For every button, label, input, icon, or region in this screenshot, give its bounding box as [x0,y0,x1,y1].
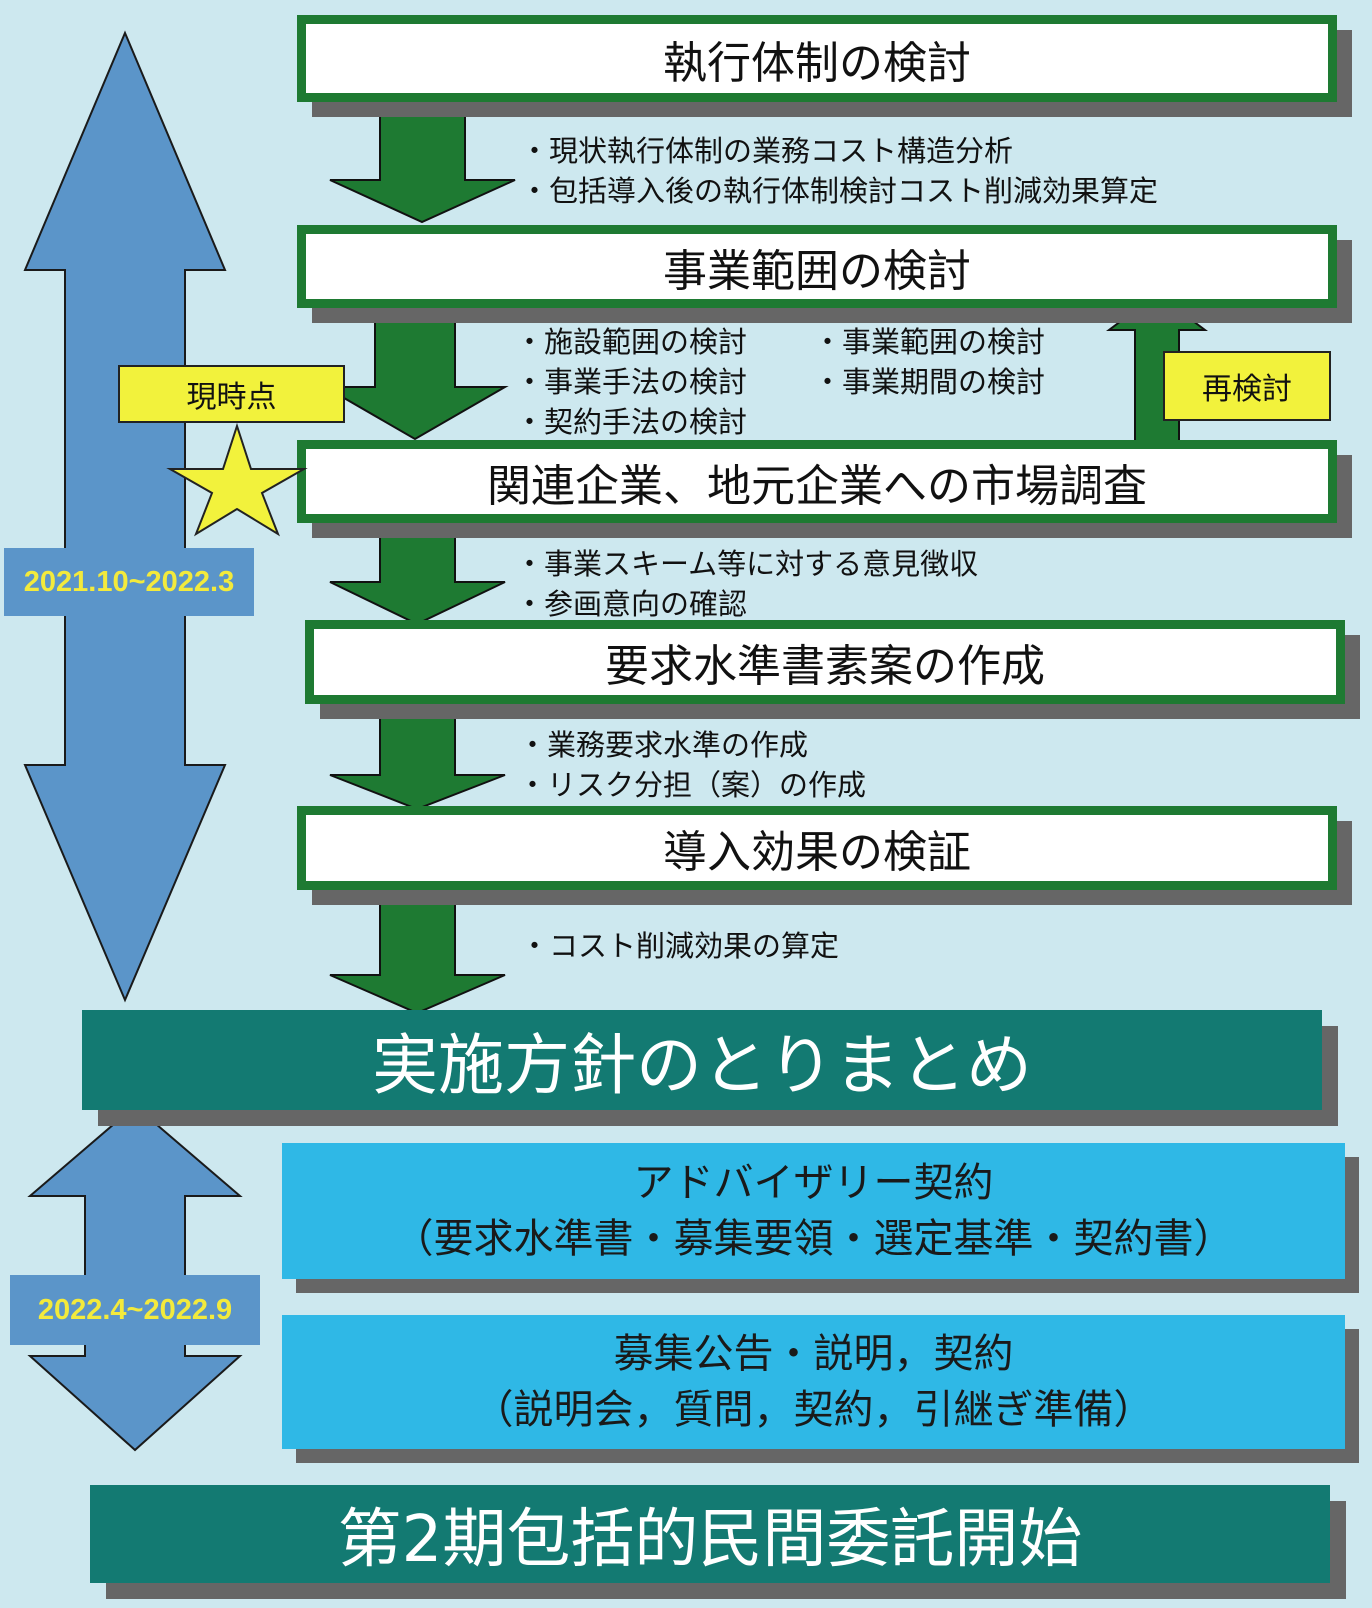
note-line: ・参画意向の確認 [515,587,748,621]
note-block-2-left: ・施設範囲の検討 ・事業手法の検討 ・契約手法の検討 [515,322,747,442]
step-market-survey: 関連企業、地元企業への市場調査 [297,440,1337,523]
flow-arrow-5 [329,898,506,1015]
period-label-1: 2021.10~2022.3 [4,548,254,616]
step-business-scope: 事業範囲の検討 [297,225,1337,308]
review-label: 再検討 [1163,351,1331,421]
flow-arrow-4 [329,706,506,811]
note-line: ・包括導入後の執行体制検討コスト削減効果算定 [520,174,1159,208]
note-line: ・業務要求水準の作成 [518,728,809,762]
note-line: ・事業範囲の検討 [813,325,1046,359]
step-label: 導入効果の検証 [663,827,971,878]
note-block-4: ・業務要求水準の作成 ・リスク分担（案）の作成 [518,725,866,805]
note-block-1: ・現状執行体制の業務コスト構造分析 ・包括導入後の執行体制検討コスト削減効果算定 [520,131,1158,211]
step-execution-system: 執行体制の検討 [297,15,1337,102]
flow-arrow-2 [321,316,509,441]
policy-compilation-bar: 実施方針のとりまとめ [82,1010,1322,1110]
note-line: ・現状執行体制の業務コスト構造分析 [520,134,1014,168]
box-line: アドバイザリー契約 [633,1160,994,1206]
note-line: ・事業スキーム等に対する意見徴収 [515,547,979,581]
period1-double-arrow [23,30,227,1003]
note-block-2-right: ・事業範囲の検討 ・事業期間の検討 [813,322,1045,402]
star-icon [166,422,308,537]
box-line: （要求水準書・募集要領・選定基準・契約書） [393,1216,1234,1262]
note-line: ・リスク分担（案）の作成 [518,768,867,802]
note-line: ・事業期間の検討 [813,365,1046,399]
step-label: 関連企業、地元企業への市場調査 [487,460,1147,512]
step-requirements-draft: 要求水準書素案の作成 [305,620,1345,704]
note-block-3: ・事業スキーム等に対する意見徴収 ・参画意向の確認 [515,544,978,624]
step-label: 事業範囲の検討 [663,245,971,297]
note-line: ・施設範囲の検討 [515,325,748,359]
note-line: ・契約手法の検討 [515,405,748,439]
step-label: 要求水準書素案の作成 [605,641,1045,692]
box-line: （説明会，質問，契約，引継ぎ準備） [473,1387,1154,1433]
step-effect-verification: 導入効果の検証 [297,806,1337,890]
step-label: 執行体制の検討 [663,37,971,89]
current-point-label: 現時点 [118,365,345,423]
note-line: ・コスト削減効果の算定 [520,929,840,963]
box-line: 募集公告・説明，契約 [613,1331,1014,1377]
flow-arrow-1 [329,101,516,224]
recruitment-box: 募集公告・説明，契約 （説明会，質問，契約，引継ぎ準備） [282,1315,1345,1449]
note-block-5: ・コスト削減効果の算定 [520,926,839,966]
period-label-2: 2022.4~2022.9 [10,1275,260,1345]
note-line: ・事業手法の検討 [515,365,748,399]
advisory-contract-box: アドバイザリー契約 （要求水準書・募集要領・選定基準・契約書） [282,1143,1345,1279]
flow-arrow-3 [329,521,506,626]
contract-start-bar: 第2期包括的民間委託開始 [90,1485,1330,1583]
